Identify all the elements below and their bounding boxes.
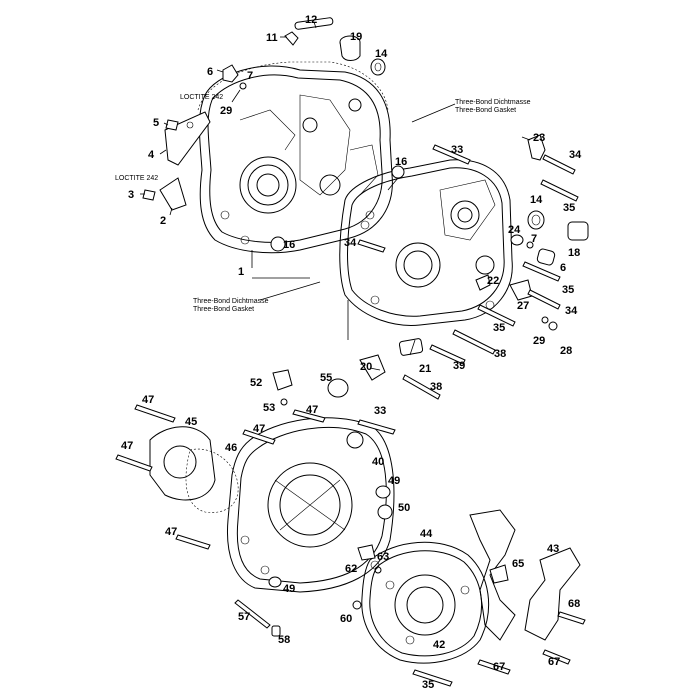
callout-38: 38 — [494, 348, 506, 360]
callout-68: 68 — [568, 598, 580, 610]
callout-35: 35 — [563, 202, 575, 214]
callout-42: 42 — [433, 639, 445, 651]
callout-12: 12 — [305, 14, 317, 26]
callout-53: 53 — [263, 402, 275, 414]
callout-49: 49 — [283, 583, 295, 595]
callout-22: 22 — [487, 275, 499, 287]
ignition-cover — [361, 541, 490, 664]
callout-63: 63 — [377, 551, 389, 563]
callout-6: 6 — [207, 66, 213, 78]
callout-14: 14 — [530, 194, 543, 206]
callout-34: 34 — [344, 237, 357, 249]
threebond-label-bottom-de: Three-Bond Dichtmasse — [193, 298, 269, 305]
callout-29: 29 — [220, 105, 232, 117]
callout-16: 16 — [395, 156, 407, 168]
callout-3: 3 — [128, 189, 134, 201]
clutch-cover — [226, 417, 395, 593]
callout-34: 34 — [565, 305, 578, 317]
small-parts-middle — [268, 369, 393, 637]
bolts-top-right — [357, 144, 579, 400]
small-parts-top — [222, 17, 386, 90]
callout-40: 40 — [372, 456, 384, 468]
bracket — [524, 547, 581, 641]
loctite-label-2: LOCTITE 242 — [115, 175, 158, 182]
callout-6: 6 — [560, 262, 566, 274]
callout-19: 19 — [350, 31, 362, 43]
callout-43: 43 — [547, 543, 559, 555]
callout-49: 49 — [388, 475, 400, 487]
small-parts-right — [359, 134, 589, 381]
callout-16: 16 — [283, 239, 295, 251]
callout-4: 4 — [148, 149, 155, 161]
callout-47: 47 — [165, 526, 177, 538]
callout-35: 35 — [493, 322, 505, 334]
callout-60: 60 — [340, 613, 352, 625]
callout-33: 33 — [374, 405, 386, 417]
callout-47: 47 — [142, 394, 154, 406]
callout-7: 7 — [247, 70, 253, 82]
chain-guide — [469, 509, 516, 641]
callout-55: 55 — [320, 372, 332, 384]
part-16-bushing — [270, 236, 286, 252]
threebond-label-top-en: Three-Bond Gasket — [455, 107, 516, 114]
callout-57: 57 — [238, 611, 250, 623]
callout-52: 52 — [250, 377, 262, 389]
loctite-label-1: LOCTITE 242 — [180, 94, 223, 101]
callout-5: 5 — [153, 117, 159, 129]
callout-35: 35 — [422, 679, 434, 691]
callout-14: 14 — [375, 48, 388, 60]
callout-38: 38 — [430, 381, 442, 393]
bolts-bottom-right — [412, 669, 453, 687]
callout-2: 2 — [160, 215, 166, 227]
callout-47: 47 — [121, 440, 133, 452]
callout-67: 67 — [548, 656, 560, 668]
callout-24: 24 — [508, 224, 521, 236]
annotations: LOCTITE 242 LOCTITE 242 Three-Bond Dicht… — [115, 94, 531, 313]
callout-1: 1 — [238, 266, 244, 278]
callout-44: 44 — [420, 528, 433, 540]
callout-35: 35 — [562, 284, 574, 296]
bolts-bottom-left — [115, 404, 396, 629]
callout-18: 18 — [568, 247, 580, 259]
callout-58: 58 — [278, 634, 290, 646]
callout-23: 23 — [533, 132, 545, 144]
gasket-outline — [197, 61, 389, 111]
callout-39: 39 — [453, 360, 465, 372]
callout-50: 50 — [398, 502, 410, 514]
callout-7: 7 — [531, 233, 537, 245]
callout-46: 46 — [225, 442, 237, 454]
callout-62: 62 — [345, 563, 357, 575]
callout-47: 47 — [306, 404, 318, 416]
threebond-label-top-de: Three-Bond Dichtmasse — [455, 99, 531, 106]
callout-34: 34 — [569, 149, 582, 161]
callout-33: 33 — [451, 144, 463, 156]
callout-28: 28 — [560, 345, 572, 357]
threebond-label-bottom-en: Three-Bond Gasket — [193, 306, 254, 313]
callout-20: 20 — [360, 361, 372, 373]
crankcase-left-half — [198, 65, 393, 254]
callout-47: 47 — [253, 423, 265, 435]
callout-11: 11 — [266, 32, 278, 44]
callout-65: 65 — [512, 558, 524, 570]
callout-29: 29 — [533, 335, 545, 347]
crankcase-right-half — [339, 159, 513, 326]
callout-67: 67 — [493, 661, 505, 673]
callout-45: 45 — [185, 416, 197, 428]
small-parts-left — [142, 111, 211, 211]
callout-27: 27 — [517, 300, 529, 312]
pump-cover — [149, 426, 239, 513]
leader-lines — [140, 21, 531, 371]
small-parts-bottom-right — [357, 544, 376, 561]
callout-21: 21 — [419, 363, 431, 375]
